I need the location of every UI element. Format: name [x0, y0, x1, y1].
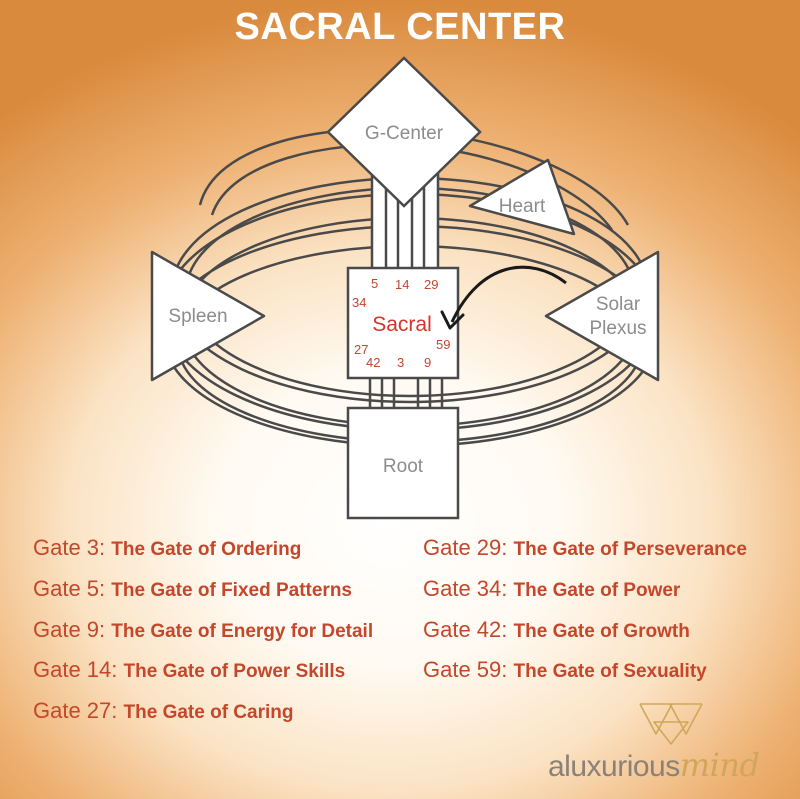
gate-number-5: 5 [371, 276, 378, 291]
heart-label: Heart [499, 196, 546, 217]
gate-number-42: 42 [366, 355, 380, 370]
gate-item: Gate 9: The Gate of Energy for Detail [33, 617, 374, 642]
solar-plexus-label-line2: Plexus [589, 318, 646, 339]
spleen-label: Spleen [168, 306, 227, 327]
sacral-center: Sacral 5 14 29 34 27 42 3 9 59 [346, 266, 460, 380]
gate-number-14: 14 [395, 277, 409, 292]
gate-number-59: 59 [436, 337, 450, 352]
gate-number-27: 27 [354, 342, 368, 357]
gate-number-29: 29 [424, 277, 438, 292]
g-center-label: G-Center [365, 123, 444, 144]
root-label: Root [383, 456, 424, 477]
gate-item: Gate 29: The Gate of Perseverance [423, 535, 747, 560]
bodygraph-diagram: G-Center Heart Spleen Solar Plexus Sacra… [150, 56, 660, 520]
gate-number-3: 3 [397, 355, 404, 370]
solar-plexus-label-line1: Solar [596, 294, 641, 315]
gate-item: Gate 42: The Gate of Growth [423, 617, 690, 642]
root-center: Root [346, 406, 460, 520]
spleen-center: Spleen [150, 250, 266, 382]
heart-center: Heart [468, 158, 576, 236]
gate-number-34: 34 [352, 295, 366, 310]
gate-item: Gate 59: The Gate of Sexuality [423, 657, 707, 682]
brand-logo: aluxuriousmind [548, 746, 760, 784]
solar-plexus-center: Solar Plexus [544, 250, 660, 382]
gate-item: Gate 34: The Gate of Power [423, 576, 681, 601]
gate-item: Gate 14: The Gate of Power Skills [33, 657, 346, 682]
page-title: SACRAL CENTER [234, 6, 566, 48]
g-center: G-Center [326, 56, 482, 208]
gate-item: Gate 3: The Gate of Ordering [33, 535, 302, 560]
gate-item: Gate 5: The Gate of Fixed Patterns [33, 576, 353, 601]
pointer-arrow [440, 265, 567, 330]
gate-number-9: 9 [424, 355, 431, 370]
sacral-label: Sacral [372, 313, 432, 336]
gate-item: Gate 27: The Gate of Caring [33, 698, 294, 723]
logo-icon [639, 703, 703, 745]
